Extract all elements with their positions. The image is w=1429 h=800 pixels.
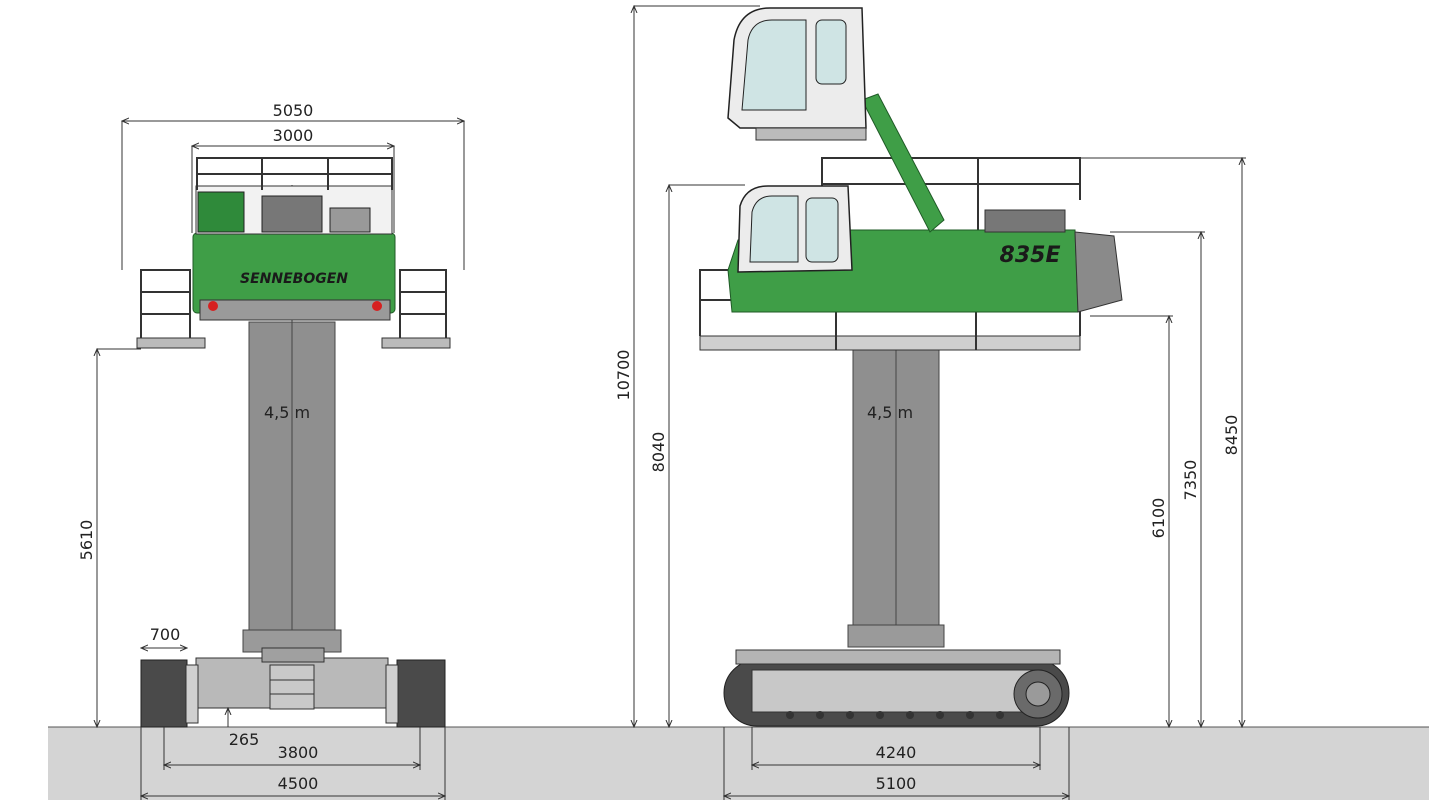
- side-platform-deck: [699, 335, 1081, 351]
- side-model-badge: 835E: [1000, 243, 1061, 268]
- front-track-width: 700: [150, 625, 181, 644]
- side-counterweight-height: 7350: [1181, 460, 1200, 501]
- front-platform-height: 5610: [77, 520, 96, 561]
- front-overall-width: 5050: [273, 101, 314, 120]
- side-column-label: 4,5 m: [867, 403, 913, 422]
- side-overall-length: 5100: [876, 774, 917, 793]
- front-view-machine: SENNEBOGEN: [136, 157, 451, 728]
- front-column-label: 4,5 m: [264, 403, 310, 422]
- side-cab-low-height: 8040: [649, 432, 668, 473]
- side-view-machine: 835E: [699, 7, 1123, 727]
- side-cab-max-height: 10700: [614, 350, 633, 401]
- front-upper-width: 3000: [273, 126, 314, 145]
- side-cab-arm: [861, 93, 945, 233]
- front-track-gauge: 3800: [278, 743, 319, 762]
- front-ground-clearance: 265: [229, 730, 260, 749]
- side-railing-height: 8450: [1222, 415, 1241, 456]
- side-track-length: 4240: [876, 743, 917, 762]
- side-view-dimensions: [634, 6, 1246, 800]
- front-view-dimensions: [97, 121, 464, 800]
- front-logo: SENNEBOGEN: [240, 271, 348, 287]
- side-platform-height: 6100: [1149, 498, 1168, 539]
- front-track-left: [140, 659, 188, 728]
- front-base-width: 4500: [278, 774, 319, 793]
- front-track-right: [396, 659, 446, 728]
